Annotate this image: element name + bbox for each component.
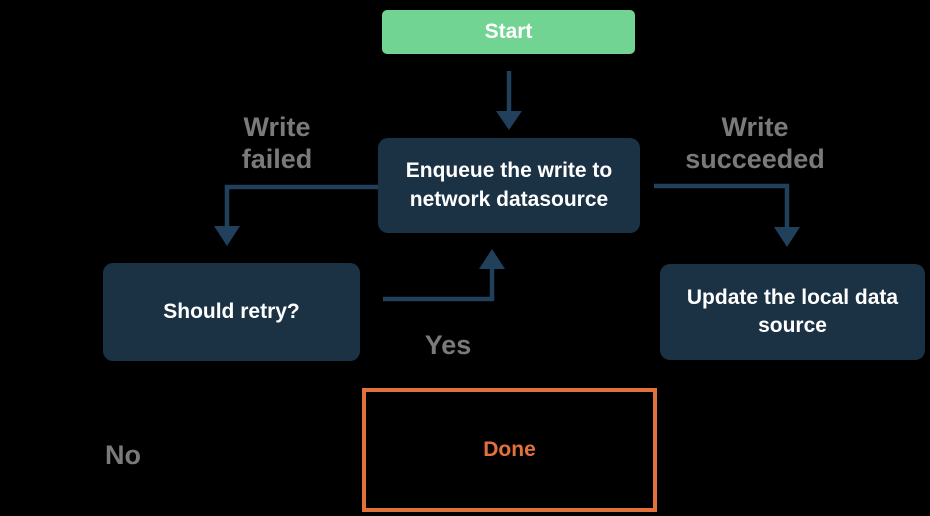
- node-start: Start: [382, 10, 635, 54]
- node-enqueue-write-label: Enqueue the write to network datasource: [405, 159, 613, 211]
- arrow-enqueue-to-should-retry: [214, 184, 380, 246]
- node-start-label: Start: [484, 20, 533, 44]
- arrow-start-to-enqueue: [496, 71, 522, 130]
- edge-label-yes: Yes: [424, 330, 472, 360]
- node-should-retry-label: Should retry?: [163, 299, 300, 323]
- node-enqueue-write: Enqueue the write to network datasource: [378, 138, 640, 233]
- edge-label-no: No: [105, 440, 141, 470]
- node-update-local-data: Update the local data source: [660, 264, 925, 360]
- node-done-label: Done: [483, 438, 536, 461]
- edge-label-write-succeeded: Write succeeded: [685, 112, 825, 174]
- node-done: Done: [362, 388, 657, 512]
- arrow-enqueue-to-update-local: [654, 183, 800, 247]
- edge-label-write-failed: Write failed: [241, 112, 313, 174]
- node-update-local-data-label: Update the local data source: [686, 285, 899, 337]
- arrow-should-retry-to-enqueue: [383, 249, 505, 302]
- node-should-retry: Should retry?: [103, 263, 360, 361]
